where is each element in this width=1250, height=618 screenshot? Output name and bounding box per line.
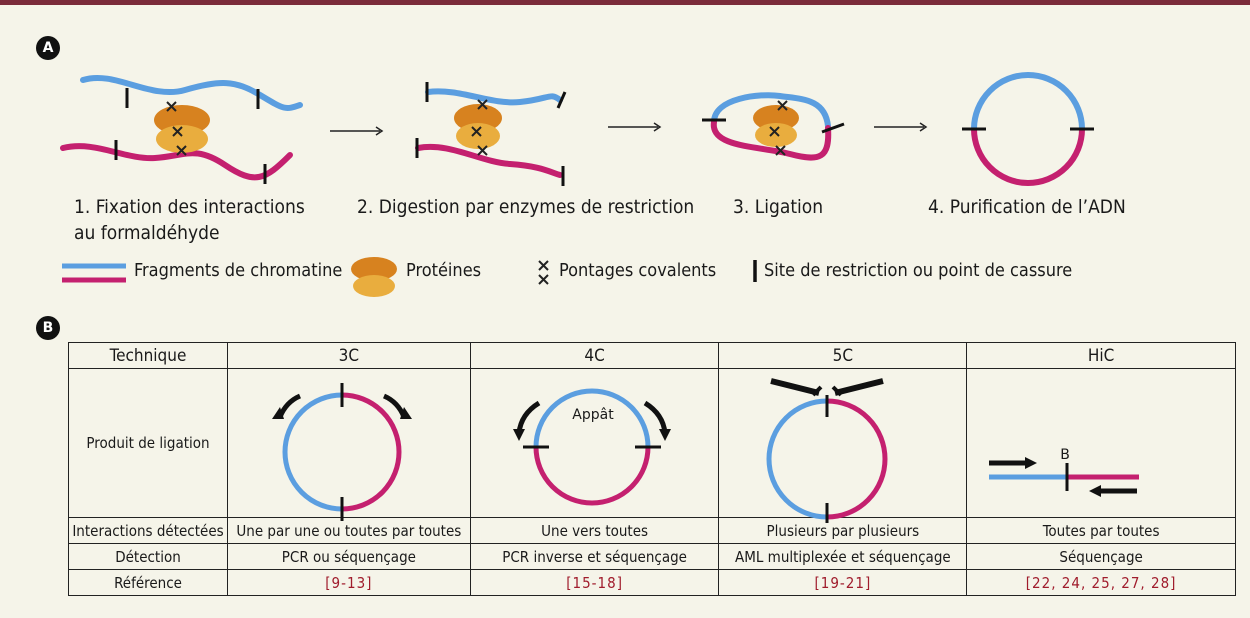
step3-restriction-sites — [702, 118, 845, 134]
step2-crosslinks — [471, 99, 488, 156]
product-3c-cell — [226, 368, 471, 521]
table-row-product: Produit de ligation Appât — [68, 368, 1236, 523]
legend-proteins-label: Protéines — [406, 260, 482, 281]
reference-4c: [15-18] — [469, 569, 720, 596]
table-row-reference: Référence [9-13] [15-18] [19-21] [22, 24… — [68, 569, 1236, 596]
product-4c-cell: Appât — [469, 368, 720, 518]
interactions-hic: Toutes par toutes — [966, 517, 1236, 544]
step1-protein-bottom — [156, 125, 208, 153]
interactions-3c: Une par une ou toutes par toutes — [226, 517, 471, 544]
step2-protein-bottom — [456, 123, 500, 149]
header-5c: 5C — [718, 342, 968, 369]
detection-4c: PCR inverse et séquençage — [469, 543, 720, 570]
legend-protein-icon — [351, 257, 397, 297]
interactions-label: Interactions détectées — [68, 517, 228, 544]
step2-restriction-sites — [415, 82, 567, 186]
legend-crosslink-icon — [538, 260, 549, 285]
table-row-interactions: Interactions détectées Une par une ou to… — [68, 517, 1236, 544]
legend-crosslinks-label: Pontages covalents — [559, 260, 717, 281]
product-hic-diagram: B — [989, 447, 1140, 497]
step3-protein-top — [753, 105, 799, 131]
step4-diagram — [962, 72, 1094, 186]
detection-hic: Séquençage — [966, 543, 1236, 570]
step3-label: 3. Ligation — [733, 196, 824, 218]
legend-restriction-label: Site de restriction ou point de cassure — [764, 260, 1073, 281]
probe-left-icon — [770, 378, 821, 396]
header-4c: 4C — [469, 342, 720, 369]
detection-label: Détection — [68, 543, 228, 570]
header-hic: HiC — [966, 342, 1236, 369]
primer-left-icon — [516, 400, 541, 434]
step1-magenta-strand — [60, 143, 293, 181]
step2-diagram — [415, 82, 567, 186]
step2-magenta-strand — [415, 143, 563, 178]
step3-crosslinks — [769, 100, 788, 156]
header-technique: Technique — [68, 342, 228, 369]
legend-chromatin-label: Fragments de chromatine — [134, 260, 343, 281]
top-rule — [0, 0, 1250, 5]
step1-label: 1. Fixation des interactions au formaldé… — [74, 196, 305, 244]
reference-hic: [22, 24, 25, 27, 28] — [966, 569, 1236, 596]
product-hic-cell: B — [966, 368, 1236, 518]
step4-label: 4. Purification de l’ADN — [928, 196, 1126, 218]
interactions-4c: Une vers toutes — [469, 517, 720, 544]
panel-b-badge: B — [36, 316, 60, 340]
table-row-detection: Détection PCR ou séquençage PCR inverse … — [68, 543, 1236, 570]
table-header-row: Technique 3C 4C 5C HiC — [68, 342, 1236, 369]
hic-b-label: B — [1060, 447, 1070, 463]
step3-protein-bottom — [755, 123, 797, 147]
techniques-table: Technique 3C 4C 5C HiC Produit de ligati… — [68, 342, 1236, 596]
step2-blue-strand — [425, 88, 563, 106]
step4-magenta-arc — [971, 128, 1085, 186]
product-5c-diagram — [767, 378, 888, 523]
primer-right-icon — [643, 400, 668, 434]
bait-label: Appât — [572, 407, 614, 423]
product-5c-cell — [718, 368, 968, 523]
reference-label: Référence — [68, 569, 228, 596]
step3-blue-loop — [711, 92, 831, 129]
step2-label: 2. Digestion par enzymes de restriction — [357, 196, 695, 218]
product-label: Produit de ligation — [68, 368, 228, 518]
product-4c-diagram: Appât — [512, 388, 671, 506]
interactions-5c: Plusieurs par plusieurs — [718, 517, 968, 544]
step3-magenta-loop — [710, 119, 832, 161]
panel-a-badge: A — [36, 36, 60, 60]
legend-chromatin-icon — [62, 263, 126, 283]
legend-restriction-icon — [753, 260, 757, 282]
detection-5c: AML multiplexée et séquençage — [718, 543, 968, 570]
probe-right-icon — [834, 378, 885, 396]
detection-3c: PCR ou séquençage — [226, 543, 471, 570]
step1-diagram — [60, 75, 303, 184]
step1-blue-strand — [80, 75, 303, 111]
header-3c: 3C — [226, 342, 471, 369]
step2-protein-top — [454, 104, 502, 132]
step1-crosslinks — [166, 101, 187, 156]
reference-5c: [19-21] — [718, 569, 968, 596]
step1-restriction-sites — [114, 88, 267, 184]
product-3c-diagram — [271, 383, 412, 521]
step3-diagram — [702, 92, 845, 161]
step4-blue-arc — [971, 72, 1085, 130]
reference-3c: [9-13] — [226, 569, 471, 596]
